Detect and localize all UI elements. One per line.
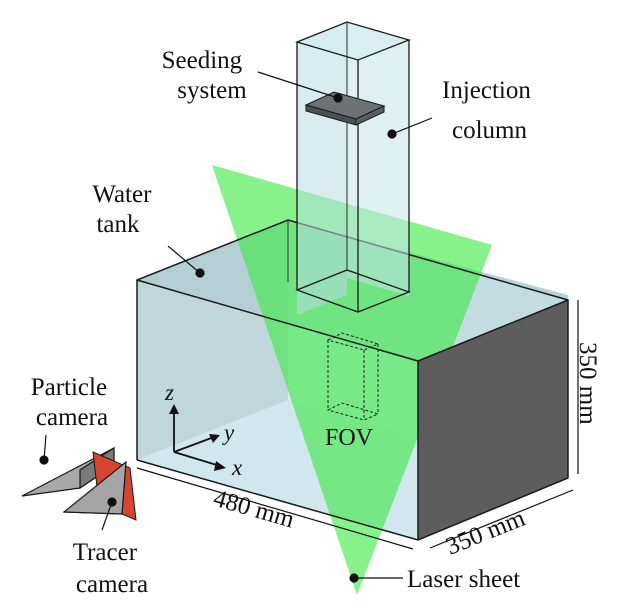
laser-sheet-label: Laser sheet bbox=[407, 566, 520, 593]
tracer-camera-label: Tracer camera bbox=[73, 539, 148, 598]
axis-x-label: x bbox=[231, 455, 243, 480]
seeding-label-line2: system bbox=[177, 77, 247, 104]
leader-lines bbox=[39, 71, 433, 583]
dimension-line-depth bbox=[429, 489, 574, 549]
seeding-system-label: Seeding system bbox=[162, 47, 249, 104]
injection-column bbox=[295, 21, 412, 315]
injection-label-line1: Injection bbox=[442, 77, 531, 104]
laser-sheet bbox=[212, 165, 492, 595]
dimension-line-length bbox=[136, 467, 414, 550]
particle-label-line1: Particle bbox=[31, 374, 107, 401]
water-label-line1: Water bbox=[92, 181, 152, 208]
particle-camera-label: Particle camera bbox=[31, 374, 114, 431]
column-side-face bbox=[347, 22, 409, 296]
seeding-plate-side bbox=[355, 105, 385, 126]
fov-label: FOV bbox=[325, 425, 374, 451]
water-tank-label: Water tank bbox=[92, 181, 157, 238]
injection-column-label: Injection column bbox=[442, 77, 537, 144]
injection-label-line2: column bbox=[452, 117, 527, 144]
height-dimension-label: 350 mm bbox=[574, 342, 601, 425]
coordinate-axes bbox=[169, 404, 226, 471]
seeding-label-line1: Seeding bbox=[162, 47, 243, 74]
tracer-label-line1: Tracer bbox=[73, 539, 138, 566]
tank-right-wall bbox=[418, 300, 568, 540]
fov-region bbox=[326, 332, 380, 421]
column-front-face bbox=[297, 22, 347, 315]
axis-y-label: y bbox=[222, 420, 235, 445]
water-label-line2: tank bbox=[96, 211, 140, 238]
tracer-label-line2: camera bbox=[76, 571, 148, 598]
particle-label-line2: camera bbox=[36, 404, 108, 431]
axis-z-label: z bbox=[164, 380, 174, 405]
tank-outline bbox=[136, 219, 569, 541]
